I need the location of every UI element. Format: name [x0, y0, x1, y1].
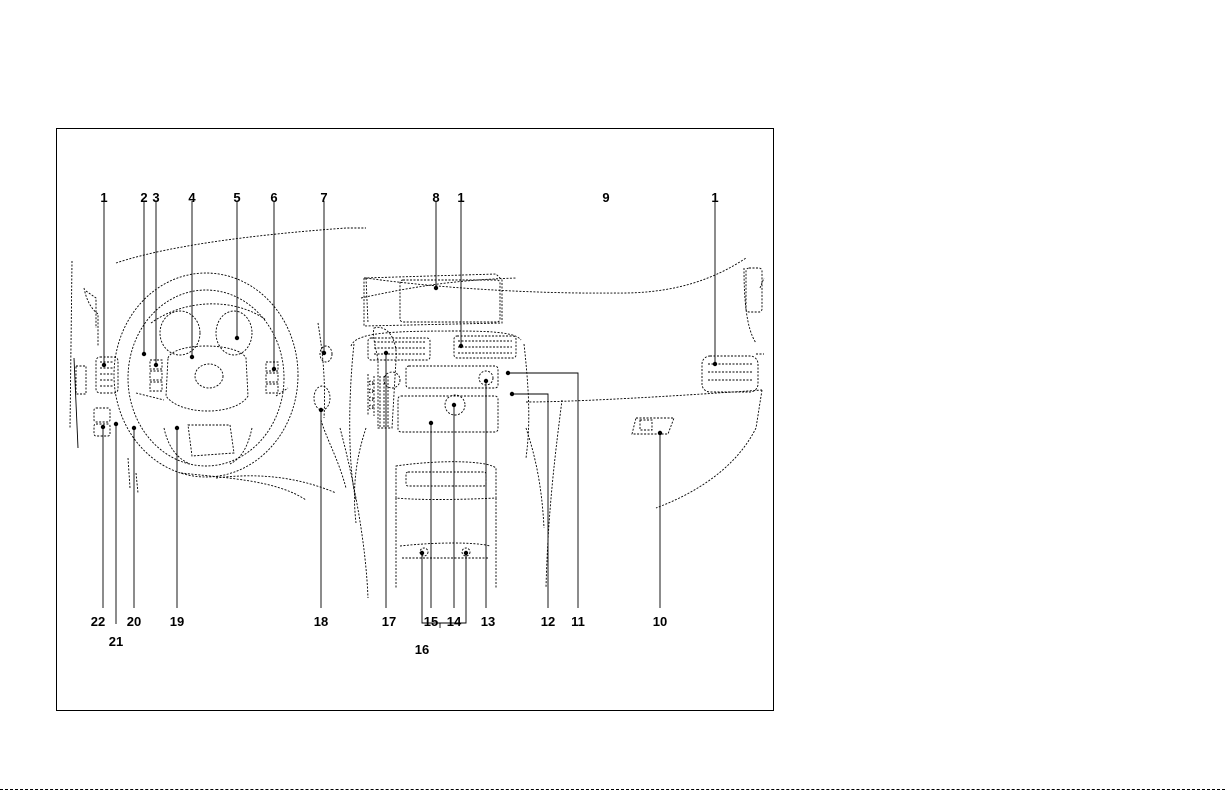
- callout-22: 22: [91, 614, 105, 629]
- callout-1-right-vent: 1: [711, 190, 718, 205]
- callout-13: 13: [481, 614, 495, 629]
- callout-1-center-vent: 1: [457, 190, 464, 205]
- callout-10: 10: [653, 614, 667, 629]
- callout-3: 3: [152, 190, 159, 205]
- callout-14: 14: [447, 614, 462, 629]
- callout-20: 20: [127, 614, 141, 629]
- callout-17: 17: [382, 614, 396, 629]
- callout-8: 8: [432, 190, 439, 205]
- callout-2: 2: [140, 190, 147, 205]
- callout-18: 18: [314, 614, 328, 629]
- callout-4: 4: [188, 190, 196, 205]
- callout-7: 7: [320, 190, 327, 205]
- callout-11: 11: [571, 614, 585, 629]
- dashboard-diagram: 1 2 3 4 5 6 7 8 1 9 1 22 21 20 19 18 17 …: [56, 128, 774, 711]
- callout-1-left-vent: 1: [100, 190, 107, 205]
- callout-15: 15: [424, 614, 438, 629]
- leader-lines: [101, 201, 717, 628]
- callout-19: 19: [170, 614, 184, 629]
- callout-6: 6: [270, 190, 277, 205]
- callout-21: 21: [109, 634, 123, 649]
- callout-5: 5: [233, 190, 240, 205]
- page-bottom-rule: [0, 789, 1225, 790]
- callout-16: 16: [415, 642, 429, 657]
- callout-labels: 1 2 3 4 5 6 7 8 1 9 1 22 21 20 19 18 17 …: [91, 190, 719, 657]
- callout-9: 9: [602, 190, 609, 205]
- callout-12: 12: [541, 614, 555, 629]
